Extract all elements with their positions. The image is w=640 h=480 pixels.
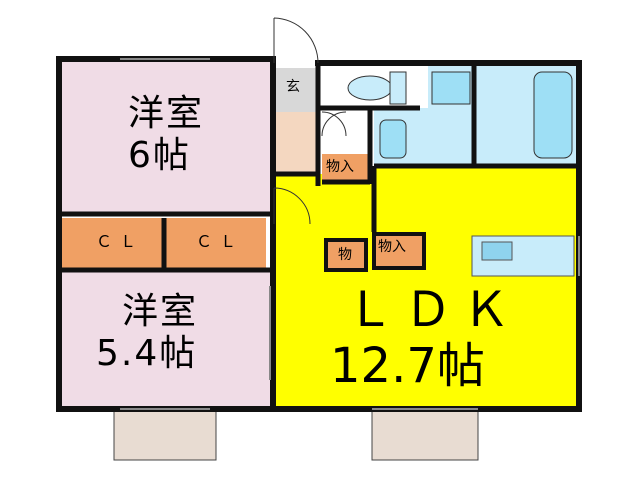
storage-3 — [374, 234, 424, 268]
western-room-2 — [62, 270, 270, 406]
closet-1-label: ＣＬ — [96, 232, 145, 251]
washing-machine-pan — [379, 119, 407, 159]
entrance-floor — [270, 112, 318, 174]
entrance — [270, 68, 318, 112]
balcony-right — [371, 407, 479, 461]
kitchen-sink — [481, 241, 513, 261]
ldk-room — [270, 168, 576, 406]
windows — [120, 58, 580, 410]
western-room-2-name: 洋室 — [122, 291, 199, 332]
storage-3-label: 物入 — [378, 239, 406, 255]
interior-walls — [62, 66, 576, 273]
storage-outlines — [324, 232, 426, 272]
closet-2 — [166, 218, 266, 268]
western-room-2-size: 5.4帖 — [96, 333, 198, 374]
door-swings — [273, 17, 347, 225]
entrance-label: 玄 — [286, 79, 300, 95]
western-room-1 — [62, 62, 270, 214]
storage-2 — [326, 240, 366, 270]
storage-1 — [322, 154, 370, 182]
ldk-size: 12.7帖 — [330, 338, 485, 394]
toilet-tank — [389, 71, 407, 105]
western-room-1-size: 6帖 — [128, 135, 191, 176]
closet-2-label: ＣＬ — [196, 232, 245, 251]
closet-1 — [62, 218, 162, 268]
western-room-1-name: 洋室 — [128, 93, 205, 134]
bathtub — [533, 71, 573, 159]
ldk-name: ＬＤＫ — [346, 282, 521, 338]
toilet-bowl — [347, 75, 393, 101]
storage-2-label: 物 — [338, 247, 352, 263]
storage-1-label: 物入 — [326, 159, 354, 175]
washbasin — [431, 71, 471, 105]
balcony-left — [113, 407, 217, 461]
